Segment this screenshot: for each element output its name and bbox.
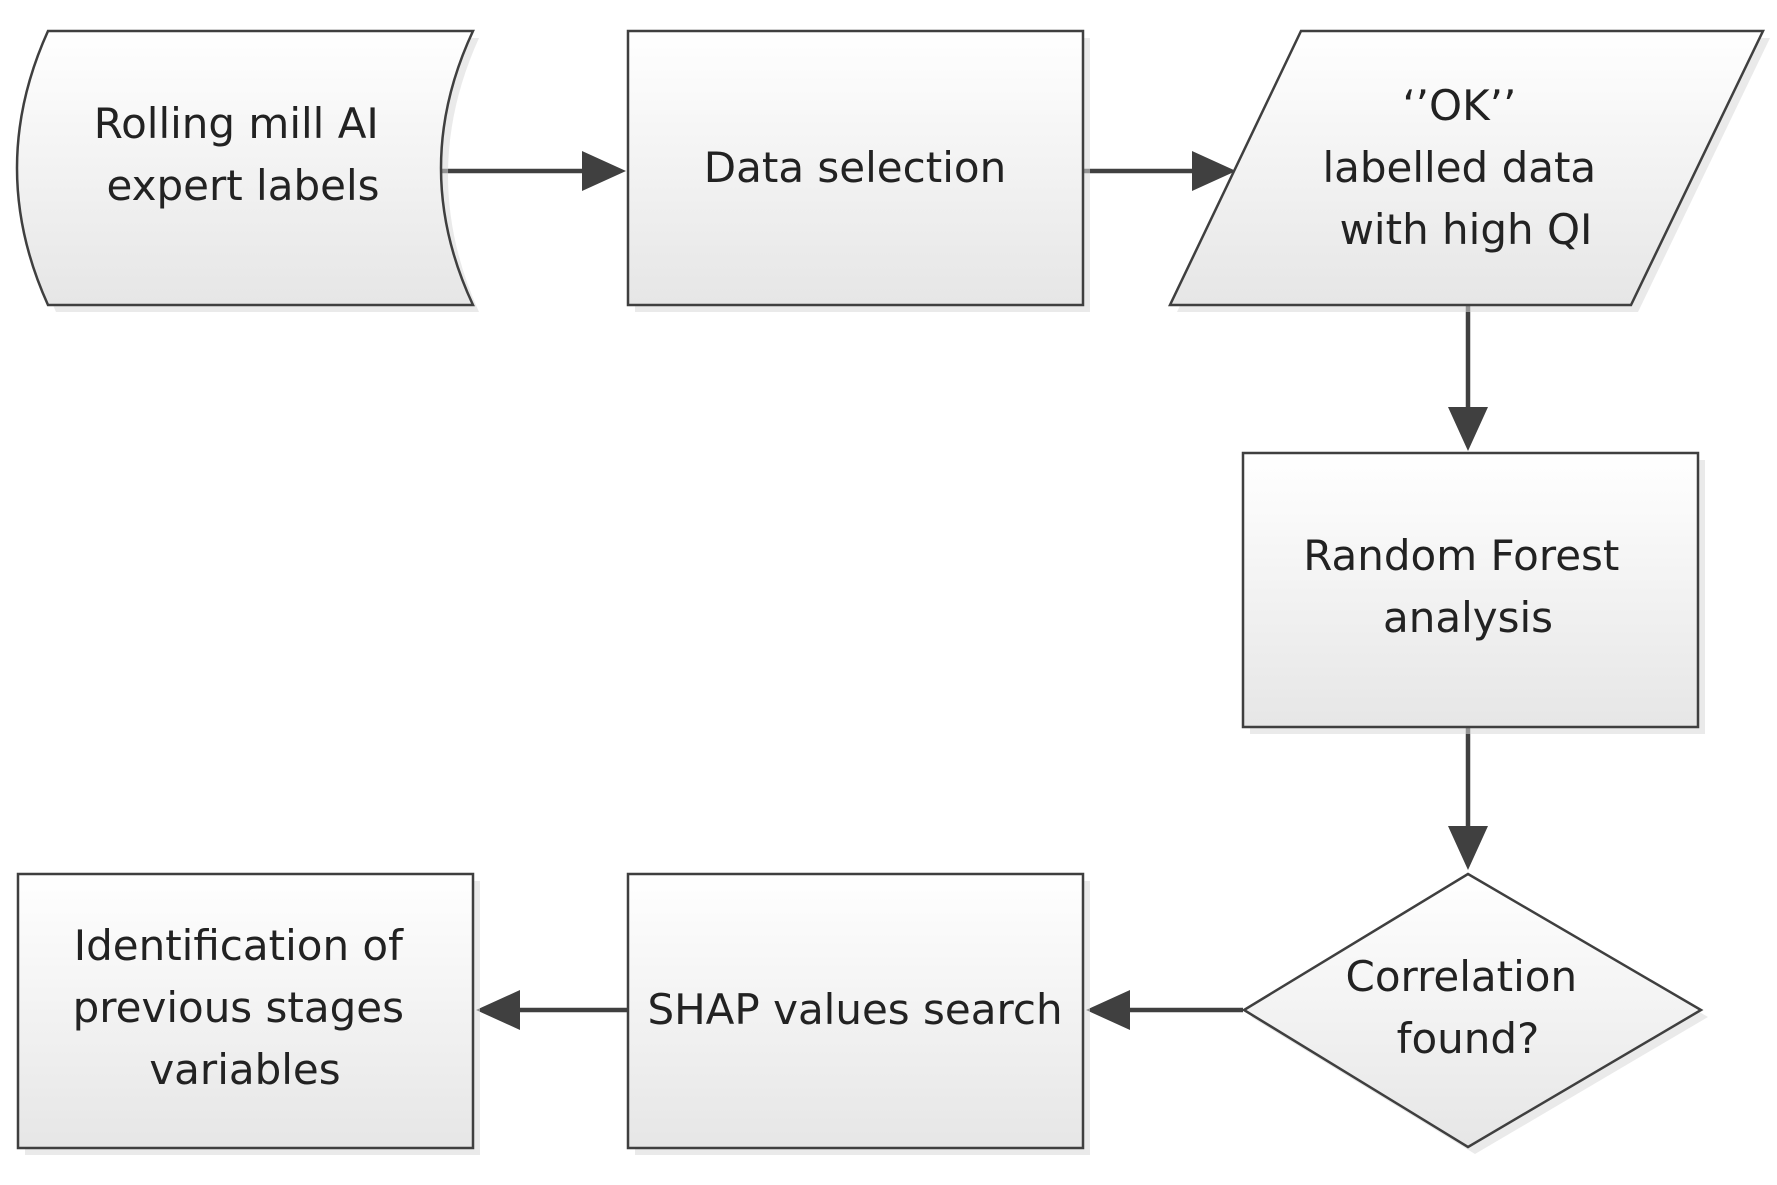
node-shap-search-text: SHAP values search — [647, 985, 1062, 1034]
node-ok-data-line-3: with high QI — [1340, 205, 1593, 254]
node-random-forest-line-1: Random Forest — [1303, 531, 1619, 580]
node-identification-text: Identification of previous stages variab… — [73, 921, 418, 1094]
node-correlation-line-1: Correlation — [1346, 952, 1578, 1001]
node-correlation-line-2: found? — [1397, 1014, 1540, 1063]
edge-data-selection-to-ok-data — [1083, 151, 1236, 191]
node-ok-data-text: ‘’OK’’ labelled data with high QI — [1322, 81, 1609, 254]
node-expert-labels-text: Rolling mill AI expert labels — [94, 99, 392, 210]
node-random-forest-line-2: analysis — [1383, 593, 1553, 642]
node-ok-data: ‘’OK’’ labelled data with high QI — [1168, 29, 1770, 312]
node-correlation-text: Correlation found? — [1346, 952, 1591, 1063]
node-identification-line-3: variables — [149, 1045, 340, 1094]
node-identification: Identification of previous stages variab… — [16, 872, 480, 1155]
nodes: Rolling mill AI expert labels Data selec… — [15, 29, 1770, 1155]
edges — [435, 151, 1488, 1030]
node-identification-line-1: Identification of — [74, 921, 404, 970]
edge-ok-data-to-random-forest — [1448, 305, 1488, 451]
node-expert-labels-line-1: Rolling mill AI — [94, 99, 379, 148]
node-shap-search-line-1: SHAP values search — [647, 985, 1062, 1034]
node-data-selection-text: Data selection — [704, 143, 1006, 192]
node-random-forest: Random Forest analysis — [1241, 451, 1705, 734]
node-correlation: Correlation found? — [1241, 872, 1708, 1154]
edge-correlation-to-shap-search — [1086, 990, 1243, 1030]
node-ok-data-line-2: labelled data — [1322, 143, 1596, 192]
node-data-selection: Data selection — [626, 29, 1090, 312]
node-data-selection-line-1: Data selection — [704, 143, 1006, 192]
node-random-forest-text: Random Forest analysis — [1303, 531, 1633, 642]
node-ok-data-line-1: ‘’OK’’ — [1402, 81, 1516, 130]
edge-shap-search-to-identification — [476, 990, 627, 1030]
node-expert-labels-line-2: expert labels — [107, 161, 380, 210]
node-identification-line-2: previous stages — [73, 983, 404, 1032]
edge-random-forest-to-correlation — [1448, 725, 1488, 870]
node-shap-search: SHAP values search — [626, 872, 1090, 1155]
node-expert-labels: Rolling mill AI expert labels — [15, 29, 479, 312]
edge-expert-labels-to-data-selection — [435, 151, 626, 191]
